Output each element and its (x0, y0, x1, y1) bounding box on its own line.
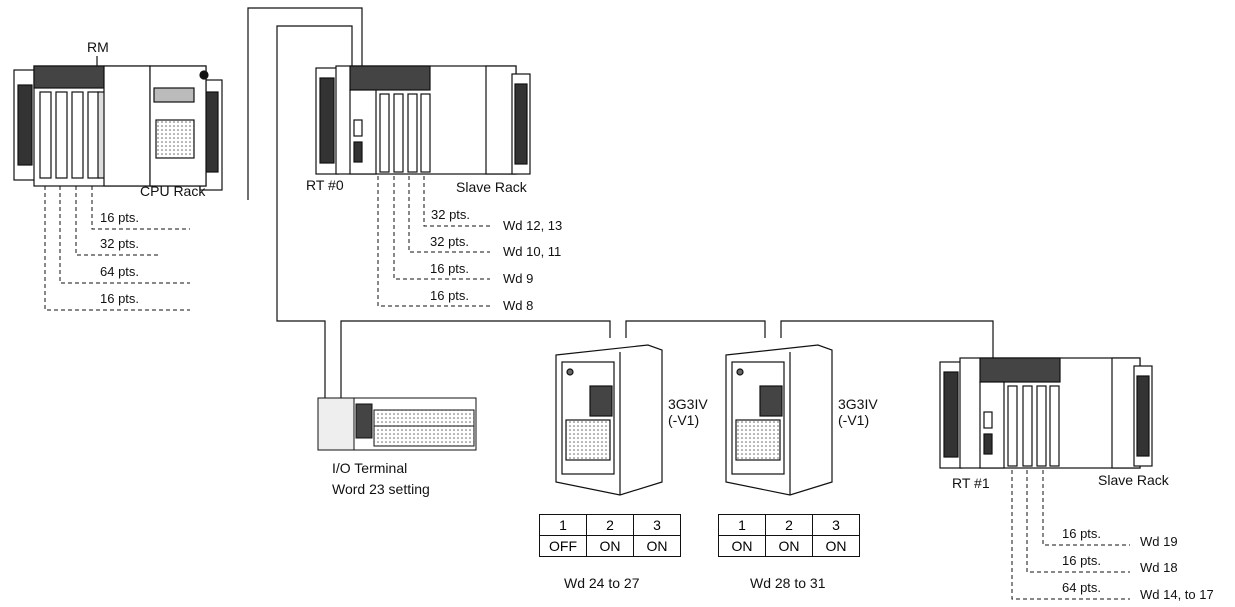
slave-rack-2-label: Slave Rack (1098, 472, 1170, 488)
dip-switch-table-1: 1 2 3 OFF ON ON (539, 514, 681, 557)
io-terminal-setting: Word 23 setting (332, 481, 430, 497)
inverter-1-model: 3G3IV (668, 396, 708, 412)
rt0-unit-pts-3: 16 pts. (430, 288, 469, 303)
rt0-unit-wd-2: Wd 9 (503, 271, 533, 286)
cpu-rack (13, 65, 223, 191)
io-terminal (317, 397, 477, 451)
rt1-unit-wd-2: Wd 14, to 17 (1140, 587, 1214, 602)
dip2-value-2: ON (765, 535, 813, 557)
rt1-label: RT #1 (952, 475, 990, 491)
dip2-value-3: ON (812, 535, 860, 557)
dip1-header-2: 2 (586, 514, 634, 536)
rt0-unit-pts-0: 32 pts. (431, 207, 470, 222)
inverter-2-model: 3G3IV (838, 396, 878, 412)
rt0-unit-pts-2: 16 pts. (430, 261, 469, 276)
dip-switch-table-2: 1 2 3 ON ON ON (718, 514, 860, 557)
dip1-value-3: ON (633, 535, 681, 557)
inverter-2 (725, 344, 833, 496)
inverter-2-variant: (-V1) (838, 412, 869, 428)
inverter-1-variant: (-V1) (668, 412, 699, 428)
cpu-rack-label: CPU Rack (140, 183, 206, 199)
inverter-2-words: Wd 28 to 31 (750, 575, 826, 591)
rt0-unit-pts-1: 32 pts. (430, 234, 469, 249)
rm-label: RM (87, 39, 109, 55)
inverter-1 (555, 344, 663, 496)
cpu-unit-pts-1: 32 pts. (100, 236, 139, 251)
cpu-unit-pts-2: 64 pts. (100, 264, 139, 279)
rt1-unit-pts-2: 64 pts. (1062, 580, 1101, 595)
rt1-unit-pts-0: 16 pts. (1062, 526, 1101, 541)
dip1-header-3: 3 (633, 514, 681, 536)
rt1-unit-wd-0: Wd 19 (1140, 534, 1178, 549)
slave-rack-rt0 (315, 65, 531, 175)
rt0-unit-wd-0: Wd 12, 13 (503, 218, 562, 233)
cpu-unit-pts-0: 16 pts. (100, 210, 139, 225)
rt0-unit-wd-1: Wd 10, 11 (503, 244, 561, 259)
rt1-unit-pts-1: 16 pts. (1062, 553, 1101, 568)
trunk-cable (247, 7, 994, 398)
rt1-unit-brackets (1011, 470, 1130, 600)
dip2-header-2: 2 (765, 514, 813, 536)
rt0-label: RT #0 (306, 177, 344, 193)
dip1-header-1: 1 (539, 514, 587, 536)
cpu-unit-pts-3: 16 pts. (100, 291, 139, 306)
dip1-value-2: ON (586, 535, 634, 557)
inverter-1-words: Wd 24 to 27 (564, 575, 640, 591)
rt1-unit-wd-1: Wd 18 (1140, 560, 1178, 575)
slave-rack-1-label: Slave Rack (456, 179, 528, 195)
dip2-header-1: 1 (718, 514, 766, 536)
cpu-unit-brackets (44, 186, 190, 311)
io-terminal-label: I/O Terminal (332, 460, 407, 476)
slave-rack-rt1 (939, 357, 1153, 469)
dip1-value-1: OFF (539, 535, 587, 557)
rt0-unit-wd-3: Wd 8 (503, 298, 533, 313)
dip2-value-1: ON (718, 535, 766, 557)
rt0-unit-brackets (377, 176, 490, 307)
dip2-header-3: 3 (812, 514, 860, 536)
